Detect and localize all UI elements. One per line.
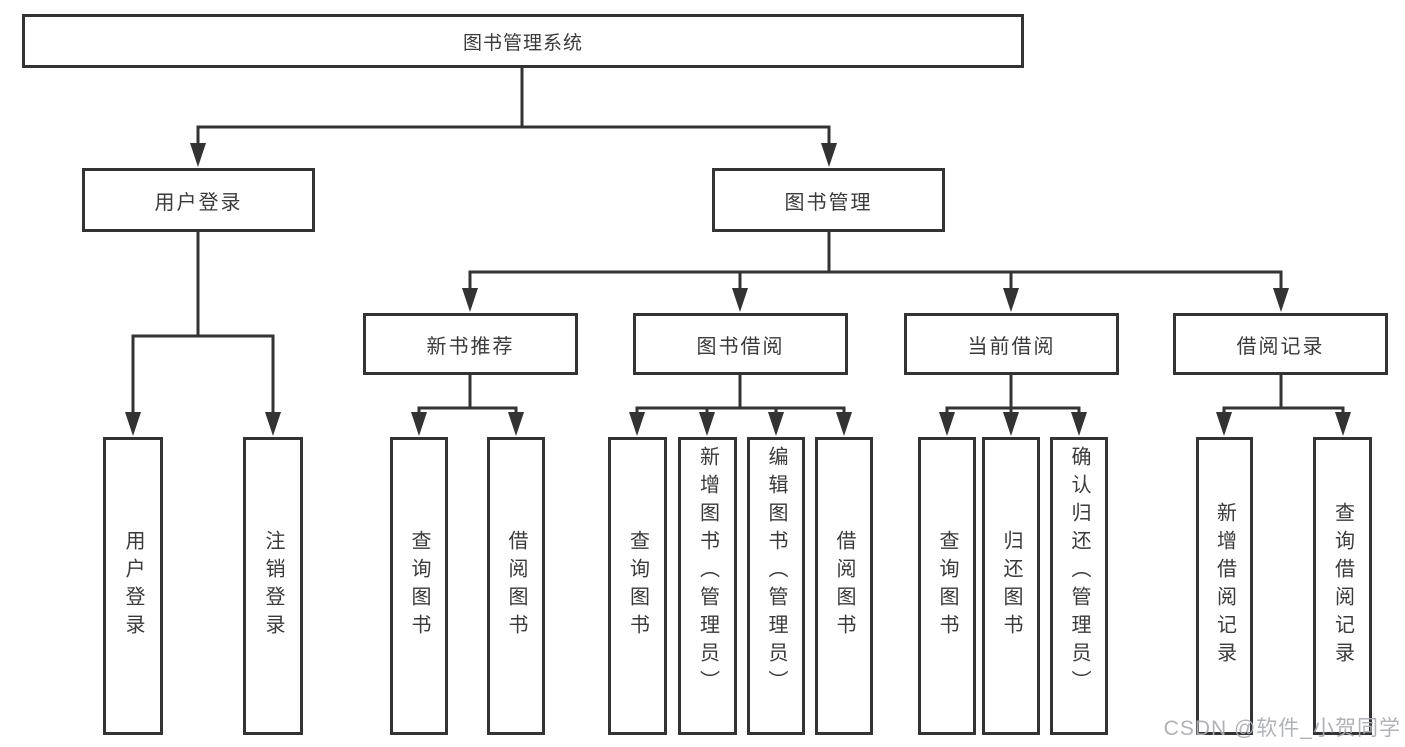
arrow-down-icon bbox=[1003, 412, 1019, 436]
node-current-borrowing: 当前借阅 bbox=[904, 313, 1119, 375]
node-user-login: 用户登录 bbox=[82, 168, 315, 232]
leaf-query-borrow-record: 查询借阅记录 bbox=[1313, 437, 1372, 735]
arrow-down-icon bbox=[265, 412, 281, 436]
leaf-return-book: 归还图书 bbox=[982, 437, 1040, 735]
arrow-down-icon bbox=[1003, 288, 1019, 312]
csdn-watermark: CSDN @软件_小贺同学 bbox=[1163, 717, 1401, 740]
arrow-down-icon bbox=[1273, 288, 1289, 312]
leaf-borrow-book-a: 借阅图书 bbox=[487, 437, 545, 735]
node-label: 新书推荐 bbox=[426, 335, 515, 358]
arrow-down-icon bbox=[939, 412, 955, 436]
node-root-system: 图书管理系统 bbox=[22, 14, 1024, 68]
leaf-label: 借阅图书 bbox=[833, 530, 855, 642]
arrow-down-icon bbox=[821, 143, 837, 167]
node-label: 图书管理 bbox=[784, 191, 873, 214]
leaf-query-book-b: 查询图书 bbox=[608, 437, 667, 735]
leaf-label: 查询图书 bbox=[936, 530, 958, 642]
leaf-label: 确认归还（管理员） bbox=[1068, 446, 1090, 698]
node-label: 借阅记录 bbox=[1236, 335, 1325, 358]
arrow-down-icon bbox=[1216, 412, 1232, 436]
arrow-down-icon bbox=[768, 412, 784, 436]
arrow-down-icon bbox=[462, 288, 478, 312]
leaf-label: 新增图书（管理员） bbox=[696, 446, 719, 698]
leaf-label: 查询图书 bbox=[626, 530, 649, 642]
connector-bookborrow-branch bbox=[635, 406, 846, 418]
arrow-down-icon bbox=[699, 412, 715, 436]
node-label: 当前借阅 bbox=[967, 335, 1056, 358]
arrow-down-icon bbox=[508, 412, 524, 436]
node-book-borrowing: 图书借阅 bbox=[633, 313, 848, 375]
leaf-label: 注销登录 bbox=[262, 530, 284, 642]
arrow-down-icon bbox=[411, 412, 427, 436]
leaf-borrow-book-b: 借阅图书 bbox=[815, 437, 873, 735]
leaf-query-book-a: 查询图书 bbox=[390, 437, 448, 735]
arrow-down-icon bbox=[1335, 412, 1351, 436]
connector-newbookrec-branch bbox=[417, 406, 518, 418]
arrowhead-icons bbox=[125, 143, 1351, 436]
node-book-management: 图书管理 bbox=[712, 168, 945, 232]
connector-userlogin-branch bbox=[131, 334, 275, 418]
arrow-down-icon bbox=[629, 412, 645, 436]
leaf-label: 归还图书 bbox=[1000, 530, 1022, 642]
node-borrowing-records: 借阅记录 bbox=[1173, 313, 1388, 375]
leaf-add-book-admin: 新增图书（管理员） bbox=[678, 437, 737, 735]
arrow-down-icon bbox=[1071, 412, 1087, 436]
node-new-book-recommend: 新书推荐 bbox=[363, 313, 578, 375]
leaf-label: 借阅图书 bbox=[505, 530, 527, 642]
leaf-label: 查询借阅记录 bbox=[1331, 502, 1354, 670]
arrow-down-icon bbox=[732, 288, 748, 312]
node-label: 图书管理系统 bbox=[462, 32, 583, 54]
connector-level3-branch bbox=[468, 270, 1283, 296]
leaf-user-login: 用户登录 bbox=[103, 437, 163, 735]
leaf-add-borrow-record: 新增借阅记录 bbox=[1196, 437, 1253, 735]
arrow-down-icon bbox=[190, 143, 206, 167]
leaf-edit-book-admin: 编辑图书（管理员） bbox=[747, 437, 805, 735]
node-label: 图书借阅 bbox=[696, 335, 785, 358]
arrow-down-icon bbox=[836, 412, 852, 436]
node-label: 用户登录 bbox=[154, 191, 243, 214]
leaf-query-book-c: 查询图书 bbox=[918, 437, 976, 735]
leaf-label: 查询图书 bbox=[408, 530, 430, 642]
leaf-label: 用户登录 bbox=[122, 530, 144, 642]
leaf-label: 编辑图书（管理员） bbox=[765, 446, 787, 698]
arrow-down-icon bbox=[125, 412, 141, 436]
leaf-confirm-return-admin: 确认归还（管理员） bbox=[1050, 437, 1108, 735]
leaf-label: 新增借阅记录 bbox=[1213, 502, 1236, 670]
connector-borrowrecord-branch bbox=[1222, 406, 1345, 418]
connector-level2-branch bbox=[196, 125, 831, 152]
leaf-logout: 注销登录 bbox=[243, 437, 303, 735]
